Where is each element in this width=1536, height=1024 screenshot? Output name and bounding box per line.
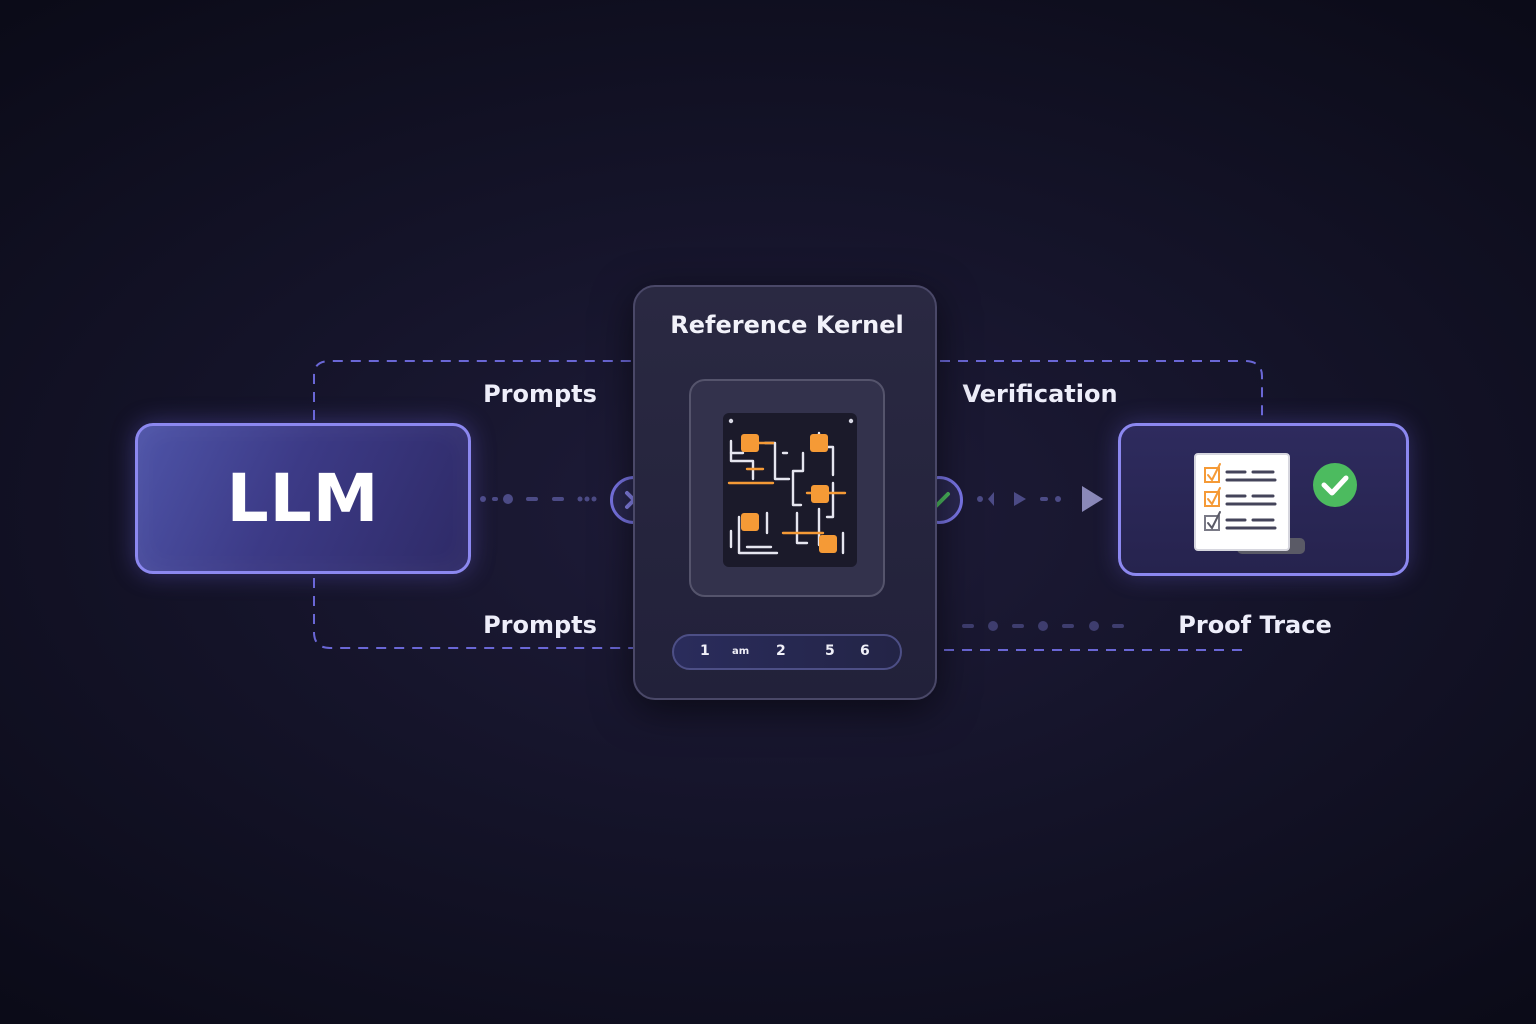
checklist-document-icon <box>1194 453 1305 554</box>
proof-trace-node[interactable] <box>1118 423 1409 576</box>
llm-title: LLM <box>226 460 380 537</box>
proof-trace-label: Proof Trace <box>1178 611 1332 639</box>
kernel-chip <box>689 379 885 597</box>
kernel-step-bar[interactable]: 1 am 2 5 6 <box>672 634 902 670</box>
prompts-top-label: Prompts <box>483 380 597 408</box>
circuit-icon <box>727 418 854 555</box>
step-1[interactable]: 1 <box>700 643 710 659</box>
step-5[interactable]: 5 <box>825 643 835 659</box>
step-6[interactable]: 6 <box>860 643 870 659</box>
chip-core <box>723 413 857 567</box>
bottom-left-dashed-path <box>313 578 672 649</box>
top-right-dashed-path <box>922 360 1263 420</box>
top-left-dashed-path <box>313 360 662 420</box>
step-am[interactable]: am <box>732 646 750 657</box>
step-2[interactable]: 2 <box>776 643 786 659</box>
reference-kernel-panel[interactable]: Reference Kernel <box>633 285 937 700</box>
flow-dots-right <box>977 492 1061 506</box>
prompts-bottom-label: Prompts <box>483 611 597 639</box>
check-circle-icon <box>1313 463 1357 507</box>
llm-node[interactable]: LLM <box>135 423 471 574</box>
verification-label: Verification <box>962 380 1118 408</box>
flow-dots-left <box>480 494 597 504</box>
kernel-title: Reference Kernel <box>670 311 904 339</box>
arrow-right-icon <box>1082 486 1103 512</box>
flow-dots-bottom-right <box>962 621 1124 631</box>
